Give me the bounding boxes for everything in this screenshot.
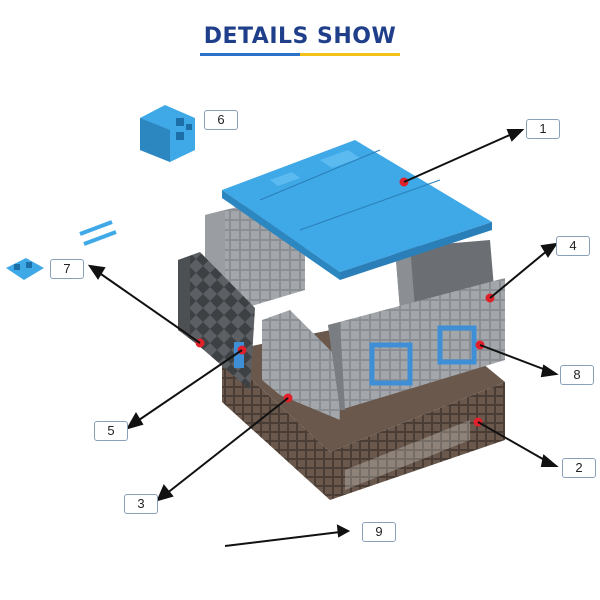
front-right-wall xyxy=(328,278,505,410)
title-rule-yellow xyxy=(300,53,400,56)
accessory-part-7 xyxy=(6,220,117,280)
callout-4: 4 xyxy=(556,236,590,256)
accessory-part-6 xyxy=(140,105,195,162)
callout-3: 3 xyxy=(124,494,158,514)
callout-5: 5 xyxy=(94,421,128,441)
page-title: DETAILS SHOW xyxy=(203,24,397,49)
callout-9: 9 xyxy=(362,522,396,542)
title-rule-blue xyxy=(200,53,300,56)
callout-8: 8 xyxy=(560,365,594,385)
callout-6: 6 xyxy=(204,110,238,130)
lid xyxy=(222,140,492,280)
callout-1: 1 xyxy=(526,119,560,139)
callout-7: 7 xyxy=(50,259,84,279)
left-side-wall xyxy=(234,310,340,420)
leader-arrows xyxy=(87,129,559,547)
callout-2: 2 xyxy=(562,458,596,478)
